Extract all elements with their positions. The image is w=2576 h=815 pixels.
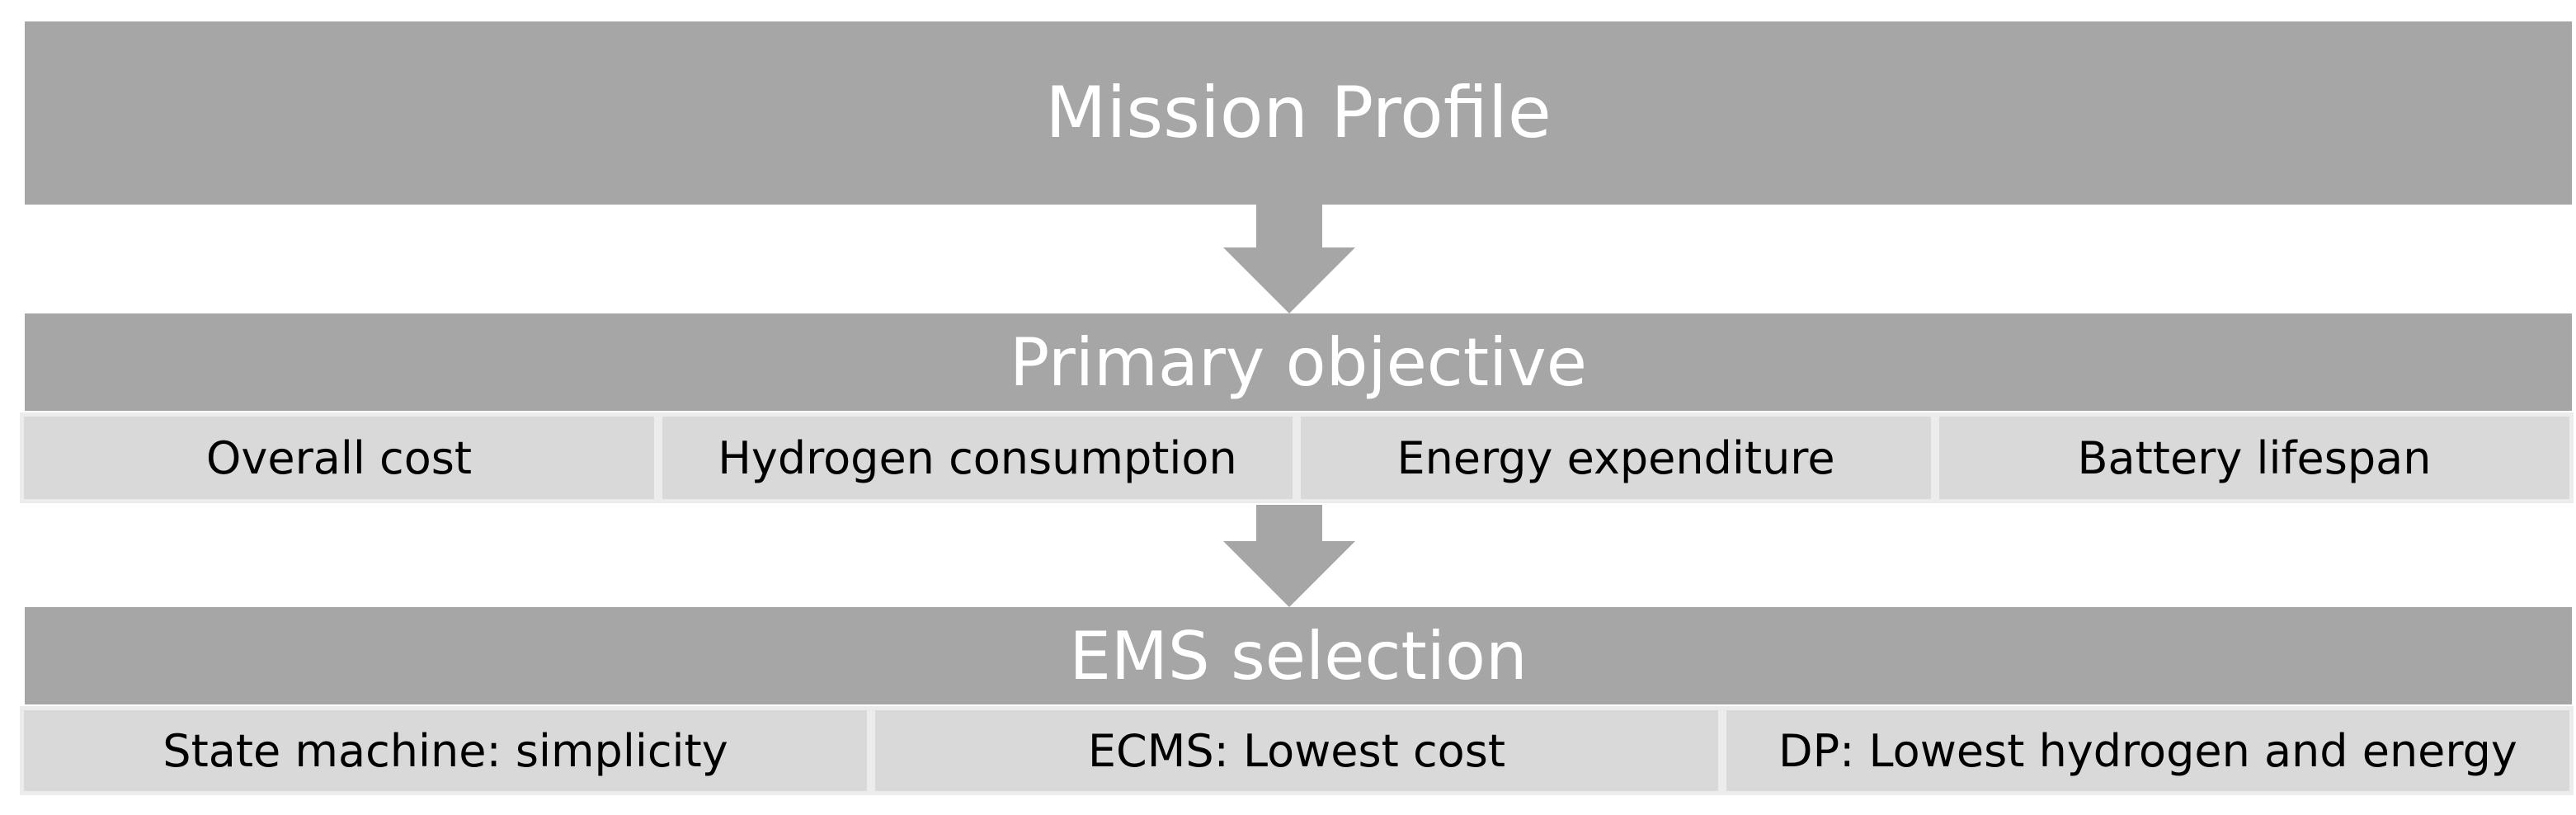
ems-option-cell: State machine: simplicity (20, 706, 871, 795)
ems-option-cell: ECMS: Lowest cost (870, 706, 1722, 795)
mission-profile-banner: Mission Profile (25, 21, 2572, 205)
down-arrow-icon (1223, 505, 1355, 607)
ems-selection-title: EMS selection (1069, 617, 1528, 695)
ems-options-row: State machine: simplicity ECMS: Lowest c… (20, 706, 2574, 795)
down-arrow-icon (1223, 205, 1355, 313)
objective-cell: Overall cost (20, 412, 658, 503)
primary-objective-banner: Primary objective (25, 313, 2572, 411)
mission-profile-title: Mission Profile (1045, 72, 1552, 154)
primary-objective-title: Primary objective (1010, 323, 1587, 401)
ems-selection-banner: EMS selection (25, 607, 2572, 704)
objective-cell: Battery lifespan (1935, 412, 2574, 503)
ems-option-cell: DP: Lowest hydrogen and energy (1721, 706, 2574, 795)
objectives-row: Overall cost Hydrogen consumption Energy… (20, 412, 2574, 503)
objective-cell: Hydrogen consumption (658, 412, 1297, 503)
objective-cell: Energy expenditure (1297, 412, 1935, 503)
